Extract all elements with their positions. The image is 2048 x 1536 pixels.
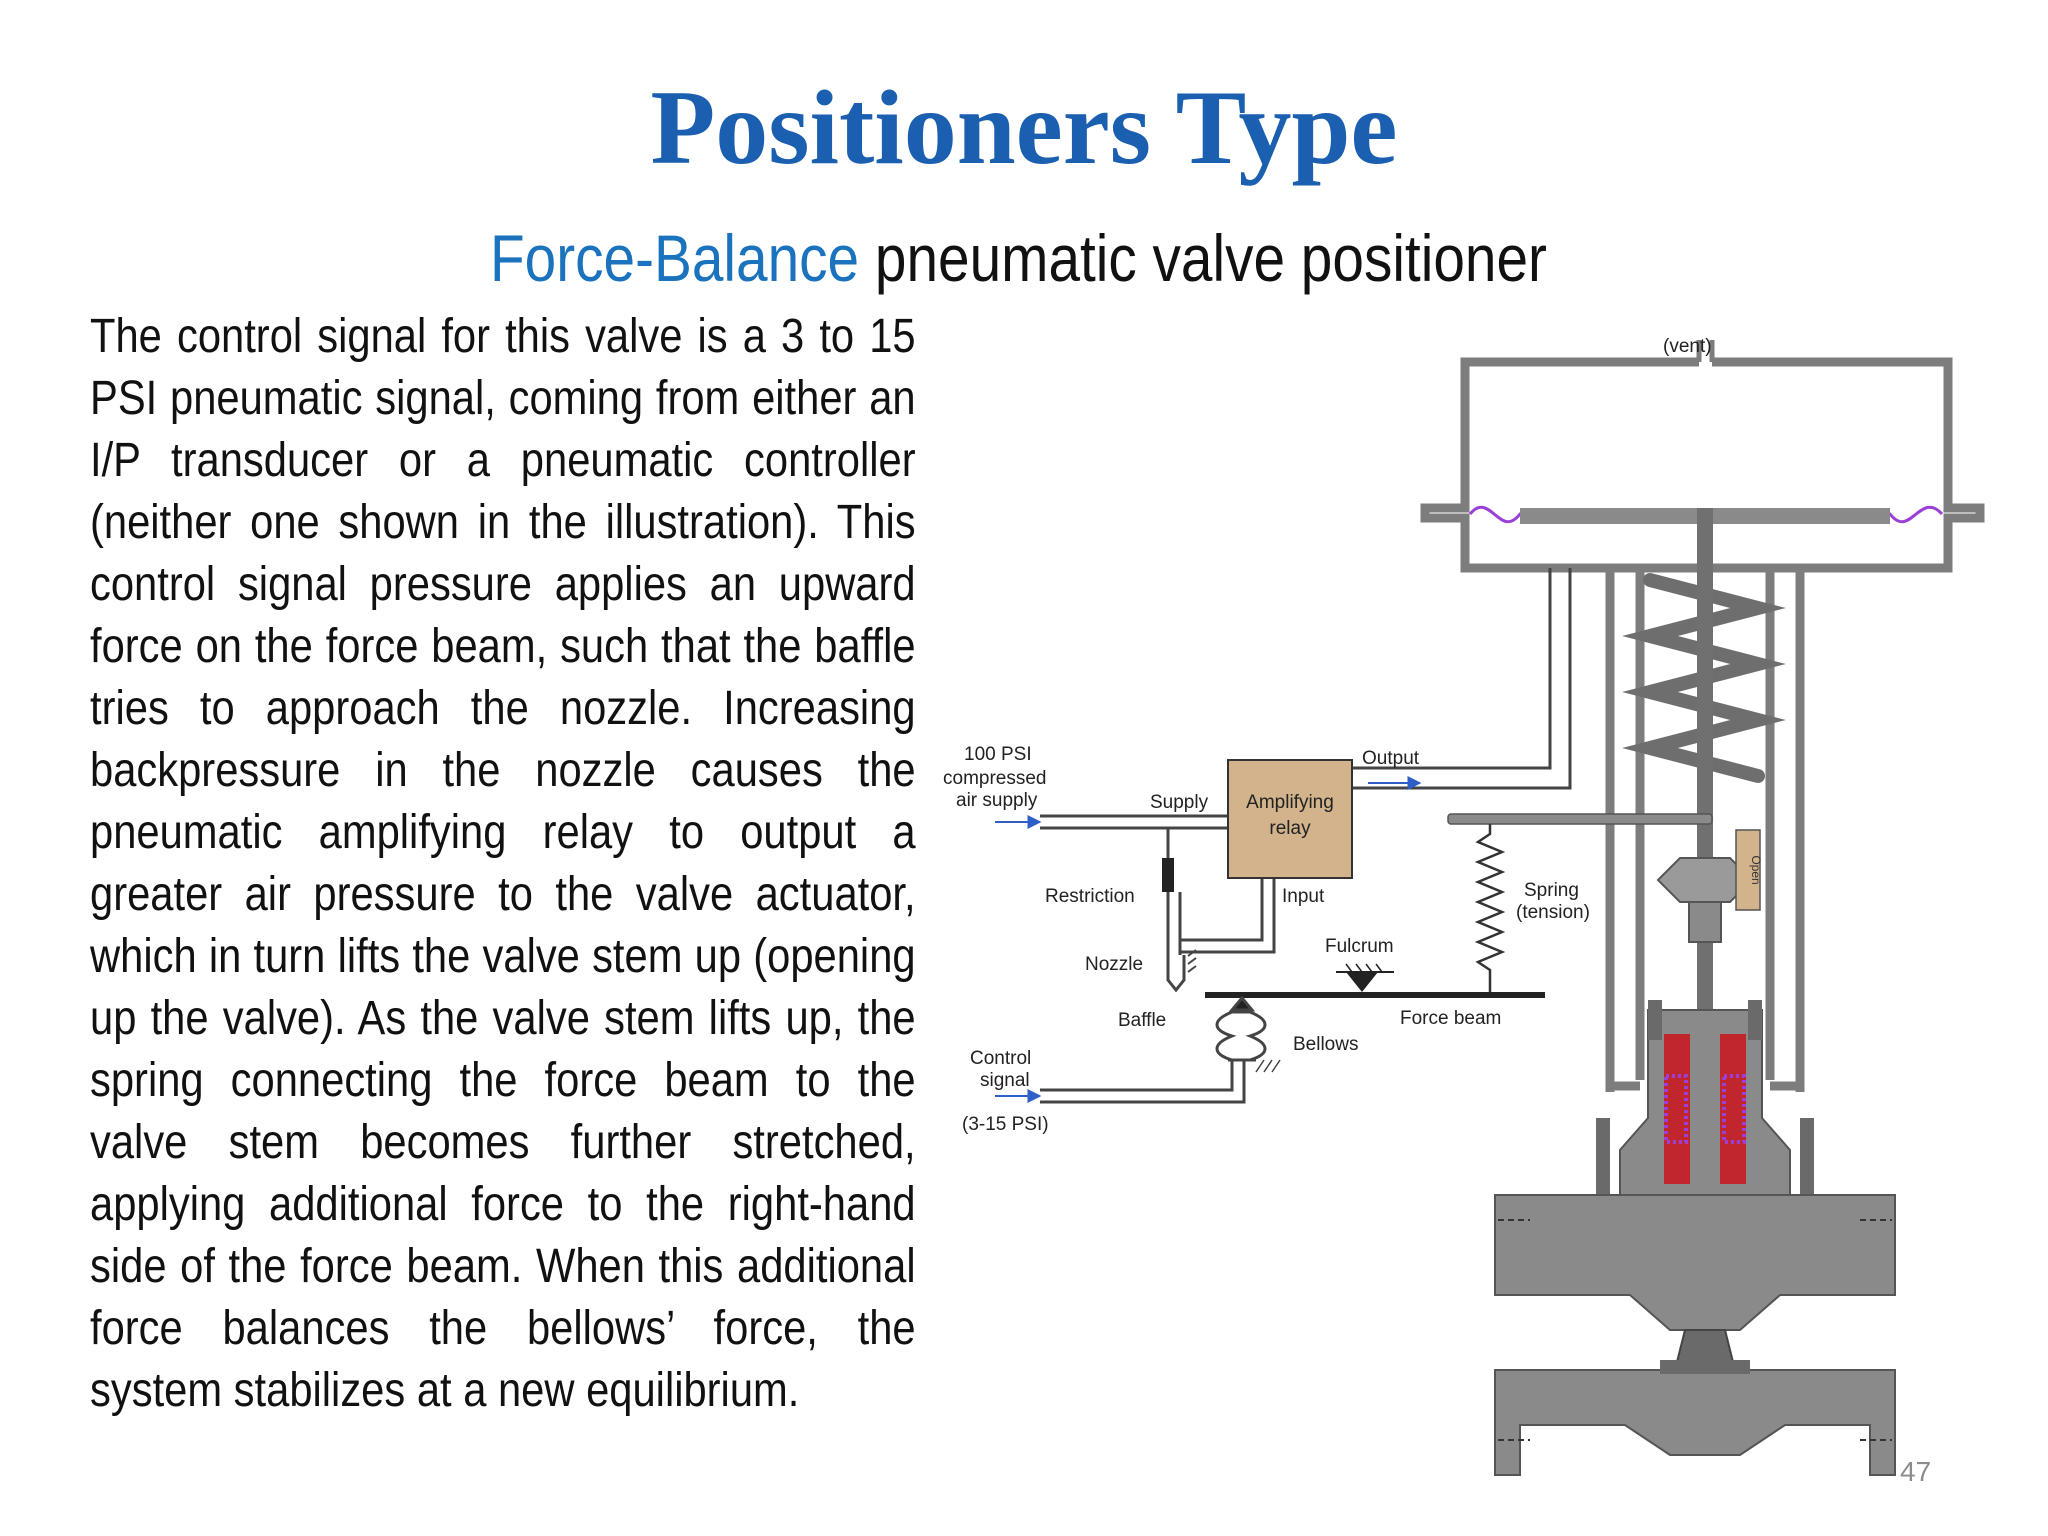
label-restriction: Restriction [1045,886,1135,907]
nozzle [1166,955,1186,993]
label-supply-line1: 100 PSI [964,744,1032,765]
subtitle-rest: pneumatic valve positioner [874,221,1547,295]
label-supply-line3: air supply [956,790,1038,811]
subtitle-accent: Force-Balance [490,221,860,295]
amplifying-relay [1227,759,1353,879]
slide-number: 47 [1900,1456,1932,1487]
label-nozzle: Nozzle [1085,954,1143,975]
slide-title: Positioners Type [650,69,1398,186]
label-relay-line1: Amplifying [1246,792,1334,813]
label-control-line1: Control [970,1048,1031,1069]
slide-subtitle: Force-Balance pneumatic valve positioner [490,222,1565,295]
label-baffle: Baffle [1118,1010,1166,1031]
yoke [1605,568,1805,1092]
label-force-beam: Force beam [1400,1008,1501,1029]
label-control-range: (3-15 PSI) [962,1114,1049,1135]
body-paragraph: The control signal for this valve is a 3… [90,309,916,1417]
label-fulcrum: Fulcrum [1325,936,1394,957]
force-balance-positioner-diagram: Open [943,336,1985,1476]
label-bellows: Bellows [1293,1034,1358,1055]
control-signal-line [1040,1060,1246,1104]
restriction [1162,858,1174,892]
label-output: Output [1362,748,1420,769]
bonnet [1596,1000,1814,1198]
force-beam [1205,992,1545,998]
fulcrum [1336,963,1394,992]
valve-body [1494,1194,1896,1476]
output-line [1352,568,1572,790]
label-relay-line2: relay [1269,818,1311,839]
label-input: Input [1282,886,1325,907]
packing-left [1664,1074,1688,1144]
label-spring-line1: Spring [1524,880,1579,901]
packing-right [1722,1074,1746,1144]
svg-text:Open: Open [1749,855,1763,884]
label-vent: (vent) [1663,336,1712,357]
label-spring-line2: (tension) [1516,902,1590,923]
label-control-line2: signal [980,1070,1030,1091]
label-supply-line2: compressed [943,768,1047,789]
travel-scale: Open [1735,829,1763,911]
bellows [1215,995,1281,1073]
feedback-arm [1447,813,1713,825]
label-supply: Supply [1150,792,1209,813]
feedback-spring [1474,824,1506,992]
supply-line [1040,814,1228,830]
stem-connector [1656,857,1754,903]
